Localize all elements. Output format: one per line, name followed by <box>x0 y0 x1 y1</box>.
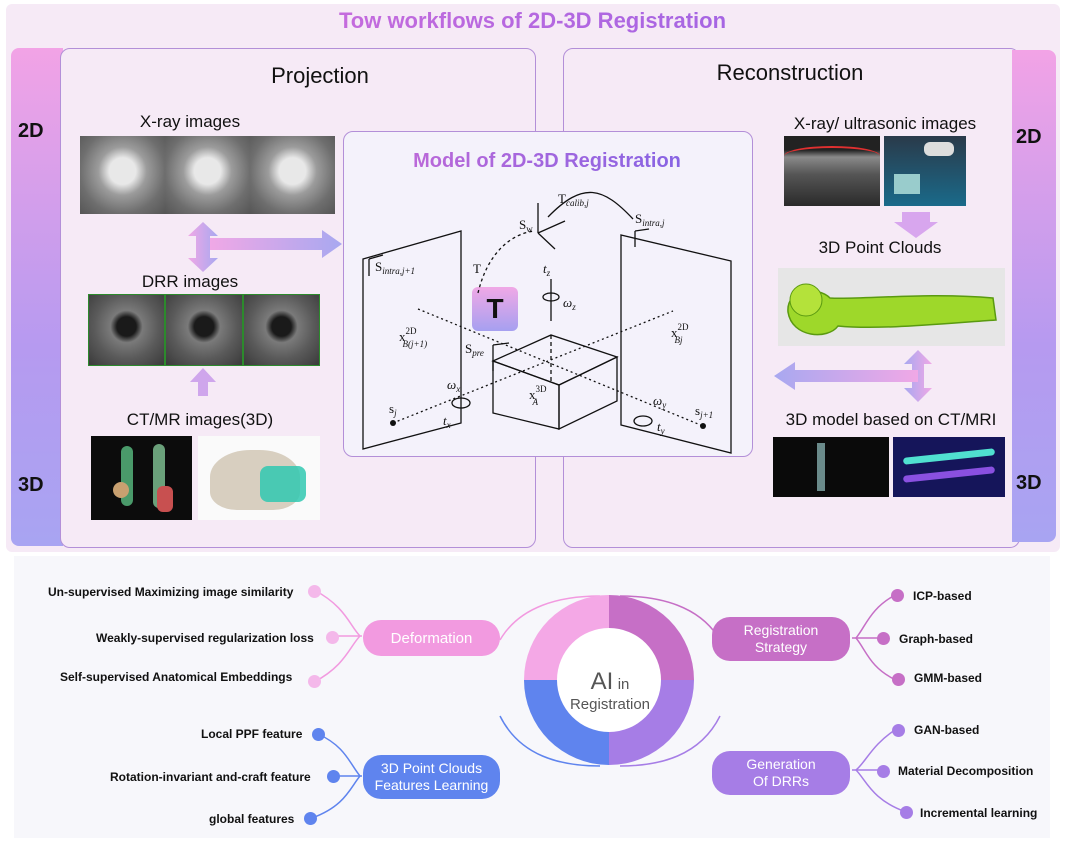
ai-center-line2: Registration <box>569 696 651 713</box>
deformation-item: Weakly-supervised regularization loss <box>96 631 314 645</box>
svg-text:T: T <box>473 261 481 276</box>
point-clouds-dot <box>327 770 340 783</box>
svg-text:Tcalib,j: Tcalib,j <box>558 191 589 208</box>
generation-item: Material Decomposition <box>898 764 1034 778</box>
xray-images <box>80 136 335 214</box>
left-3d-label: 3D <box>18 474 44 496</box>
svg-text:tz: tz <box>543 261 551 278</box>
deformation-dot <box>326 631 339 644</box>
registration-strategy-dot <box>877 632 890 645</box>
generation-dot <box>877 765 890 778</box>
registration-strategy-dot <box>892 673 905 686</box>
xray-ultrasonic-label: X-ray/ ultrasonic images <box>793 114 977 133</box>
svg-text:Sintra,j+1: Sintra,j+1 <box>375 259 415 276</box>
svg-text:Spre: Spre <box>465 341 484 358</box>
femur-point-cloud-image <box>778 268 1005 346</box>
deformation-pill: Deformation <box>363 620 500 656</box>
ct-bone-scan-image <box>773 437 889 497</box>
svg-text:ωz: ωz <box>563 295 576 312</box>
svg-text:tx: tx <box>443 413 451 430</box>
svg-text:sj: sj <box>389 401 397 418</box>
point-clouds-item: Rotation-invariant and-craft feature <box>110 770 311 784</box>
projection-title: Projection <box>271 63 369 88</box>
figure-title: Tow workflows of 2D-3D Registration <box>0 8 1065 34</box>
deformation-dot <box>308 675 321 688</box>
ai-center-big: AI <box>590 668 614 695</box>
generation-item: Incremental learning <box>920 806 1038 820</box>
svg-text:Sintra,j: Sintra,j <box>635 211 665 228</box>
right-dimension-bar <box>1012 50 1056 542</box>
registration-strategy-item: Graph-based <box>899 632 974 646</box>
drr-images-label: DRR images <box>141 272 239 291</box>
registration-geometry-diagram: Tcalib,j Sw Sintra,j Sintra,j+1 T tz ωz … <box>362 191 732 454</box>
donut-deformation <box>524 595 609 680</box>
registration-model-title: Model of 2D-3D Registration <box>343 150 751 173</box>
donut-generation <box>609 680 694 765</box>
transform-t-badge: T <box>472 287 518 331</box>
xray-images-label: X-ray images <box>139 112 241 131</box>
ai-center-small: in <box>617 676 630 693</box>
ai-mindmap-lines <box>311 589 907 819</box>
svg-text:ωx: ωx <box>447 377 460 394</box>
donut-point-clouds <box>524 680 609 765</box>
ct-slice-image <box>91 436 192 520</box>
ai-center-label: AI in Registration <box>555 668 665 713</box>
registration-strategy-item: GMM-based <box>914 671 983 685</box>
svg-text:ty: ty <box>657 419 665 436</box>
deformation-item: Un-supervised Maximizing image similarit… <box>48 585 294 599</box>
deformation-dot <box>308 585 321 598</box>
ct-mr-label: CT/MR images(3D) <box>126 410 274 429</box>
right-3d-label: 3D <box>1016 472 1042 494</box>
right-2d-label: 2D <box>1016 126 1042 148</box>
generation-dot <box>900 806 913 819</box>
point-clouds-dot <box>312 728 325 741</box>
point-clouds-dot <box>304 812 317 825</box>
deformation-item: Self-supervised Anatomical Embeddings <box>60 670 293 684</box>
pelvis-3d-image <box>198 436 320 520</box>
operating-room-image <box>884 136 966 206</box>
svg-text:sj+1: sj+1 <box>695 403 713 420</box>
generation-item: GAN-based <box>914 723 980 737</box>
left-2d-label: 2D <box>18 120 44 142</box>
donut-registration-strategy <box>609 595 694 680</box>
point-clouds-label: 3D Point Clouds <box>818 238 942 257</box>
generation-dot <box>892 724 905 737</box>
registration-model-box <box>343 131 753 457</box>
registration-strategy-dot <box>891 589 904 602</box>
point-clouds-item: Local PPF feature <box>201 727 303 741</box>
ultrasound-image <box>784 136 880 206</box>
ai-donut-chart <box>524 595 694 765</box>
registration-strategy-item: ICP-based <box>913 589 972 603</box>
reconstruction-title: Reconstruction <box>716 60 864 85</box>
svg-text:ωy: ωy <box>653 393 666 410</box>
drr-images <box>88 294 320 366</box>
bone-model-image <box>893 437 1005 497</box>
workflow-arrows <box>188 212 938 402</box>
left-dimension-bar <box>11 48 63 546</box>
point-clouds-item: global features <box>209 812 295 826</box>
ct-mri-model-label: 3D model based on CT/MRI <box>785 410 997 429</box>
svg-text:Sw: Sw <box>519 217 533 234</box>
